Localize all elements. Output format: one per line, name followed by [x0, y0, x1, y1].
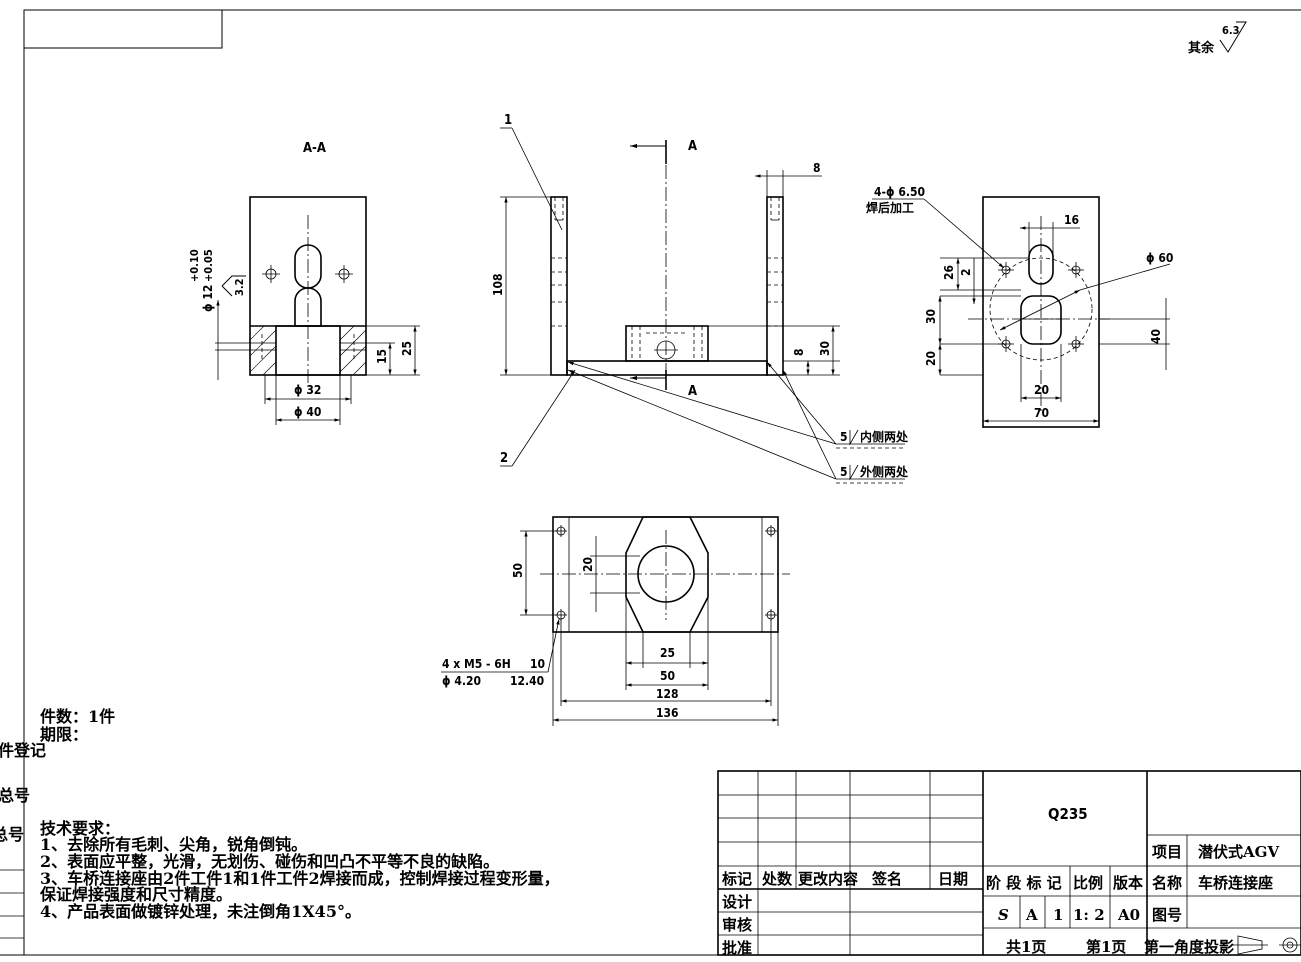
- tech-req-line-3: 3、车桥连接座由2件工件1和1件工件2焊接而成，控制焊接过程变形量，: [40, 869, 560, 888]
- project-value: 潜伏式AGV: [1198, 843, 1279, 861]
- dim-25: 25: [400, 341, 414, 356]
- dim-50-plan: 50: [660, 669, 675, 683]
- surface-finish-value: 6.3: [1222, 24, 1240, 37]
- dim-40: ϕ 40: [294, 405, 321, 419]
- dim-2: 2: [959, 268, 973, 276]
- version-header: 版本: [1113, 874, 1143, 892]
- tech-req-line-4: 保证焊接强度和尺寸精度。: [39, 885, 232, 904]
- rev-header-count: 处数: [761, 870, 793, 888]
- balloon-2: 2: [500, 451, 508, 466]
- dim-bore: ϕ 12: [201, 285, 215, 312]
- holes-note-2: 焊后加工: [866, 200, 914, 215]
- weld-outer-size: 5: [840, 465, 848, 479]
- dim-40-side: 40: [1149, 329, 1163, 344]
- thread-note-1: 4 x M5 - 6H: [442, 657, 511, 671]
- stage-value-s: S: [998, 906, 1009, 924]
- thread-depth-2: 12.40: [510, 674, 544, 688]
- version-value: A0: [1117, 906, 1140, 924]
- dim-30-front: 30: [818, 341, 832, 356]
- surface-finish-symbol: 其余 6.3: [1188, 21, 1247, 56]
- surface-finish-prefix: 其余: [1188, 40, 1215, 56]
- rev-header-mark: 标记: [721, 870, 752, 888]
- dim-8-top: 8: [813, 161, 821, 175]
- weld-inner-text: 内侧两处: [860, 429, 909, 444]
- dim-20-bottom: 20: [1034, 383, 1049, 397]
- thread-note-2: ϕ 4.20: [442, 674, 481, 688]
- dim-8-small: 8: [792, 348, 806, 356]
- balloon-1: 1: [504, 113, 512, 128]
- stage-header: 阶 段 标 记: [986, 874, 1062, 892]
- first-angle-projection-icon: [1232, 935, 1301, 955]
- side-view: 4-ϕ 6.50 焊后加工 16 ϕ 60 26 2 30 20 40: [866, 185, 1173, 428]
- material-value: Q235: [1048, 805, 1088, 823]
- dim-136: 136: [656, 706, 679, 720]
- side-label-1: 件登记: [0, 741, 46, 760]
- dim-60: ϕ 60: [1146, 251, 1173, 265]
- dim-70: 70: [1034, 406, 1049, 420]
- section-view-label: A-A: [303, 141, 326, 156]
- front-view: A A: [491, 113, 909, 484]
- projection-label: 第一角度投影: [1144, 938, 1234, 956]
- thread-depth-1: 10: [530, 657, 545, 671]
- rev-header-sign: 签名: [871, 870, 902, 888]
- drawing-no-label: 图号: [1152, 906, 1182, 924]
- name-label: 名称: [1152, 874, 1182, 892]
- holes-note-1: 4-ϕ 6.50: [874, 185, 925, 199]
- tech-req-line-2: 2、表面应平整，光滑，无划伤、碰伤和凹凸不平等不良的缺陷。: [40, 852, 499, 871]
- side-label-2: 总号: [0, 786, 30, 805]
- weld-outer-text: 外侧两处: [860, 464, 909, 479]
- section-view-a-a: A-A ϕ 12: [188, 141, 420, 425]
- dim-32: ϕ 32: [294, 383, 321, 397]
- dim-108: 108: [491, 273, 505, 296]
- dim-128: 128: [656, 687, 679, 701]
- title-block: 标记 处数 更改内容 签名 日期 设计 审核 批准 Q235 阶 段 标 记 比…: [717, 770, 1301, 957]
- weld-inner-size: 5: [840, 430, 848, 444]
- role-design: 设计: [722, 893, 752, 911]
- rev-header-date: 日期: [938, 870, 968, 888]
- total-pages: 共1页: [1006, 938, 1046, 956]
- section-arrow-label-bottom: A: [688, 384, 697, 399]
- dim-roughness: 3.2: [233, 278, 246, 296]
- stage-value-a: A: [1025, 906, 1038, 924]
- dim-16: 16: [1064, 213, 1079, 227]
- tech-req-title: 技术要求：: [40, 819, 120, 838]
- plan-view: 50 20 25 50 128 136 4 x M5 - 6H 10 ϕ 4.2…: [441, 516, 790, 726]
- name-value: 车桥连接座: [1198, 874, 1273, 892]
- dim-15: 15: [375, 349, 389, 364]
- section-arrow-label-top: A: [688, 139, 697, 154]
- frame-corner-box: [23, 9, 223, 49]
- tech-req-line-5: 4、产品表面做镀锌处理，未注倒角1X45°。: [40, 902, 361, 921]
- side-label-3: 总号: [0, 825, 24, 844]
- tech-req-line-1: 1、去除所有毛刺、尖角，锐角倒钝。: [40, 835, 307, 854]
- dim-50-left: 50: [511, 563, 525, 578]
- page-number: 第1页: [1086, 938, 1126, 956]
- notes-area: 件数：1件 期限： 件登记 总号 总号 技术要求： 1、去除所有毛刺、尖角，锐角…: [0, 707, 560, 921]
- dim-tol-lower: +0.05: [202, 249, 215, 282]
- scale-value: 1: 2: [1073, 906, 1105, 924]
- dim-25-plan: 25: [660, 646, 675, 660]
- dim-20-left: 20: [924, 351, 938, 366]
- quantity-note: 件数：1件: [40, 707, 115, 726]
- stage-value-1: 1: [1053, 906, 1063, 924]
- role-approve: 批准: [722, 939, 752, 957]
- project-label: 项目: [1152, 843, 1182, 861]
- deadline-note: 期限：: [40, 725, 88, 744]
- dim-30-side: 30: [924, 309, 938, 324]
- plan-view-threaded-holes: [555, 525, 777, 621]
- dim-tol-upper: +0.10: [188, 249, 201, 282]
- rev-header-content: 更改内容: [798, 870, 858, 888]
- scale-header: 比例: [1073, 874, 1103, 892]
- dim-20-plan: 20: [581, 557, 595, 572]
- dim-26: 26: [942, 265, 956, 280]
- drawing-frame: [0, 9, 1301, 956]
- role-review: 审核: [722, 916, 752, 934]
